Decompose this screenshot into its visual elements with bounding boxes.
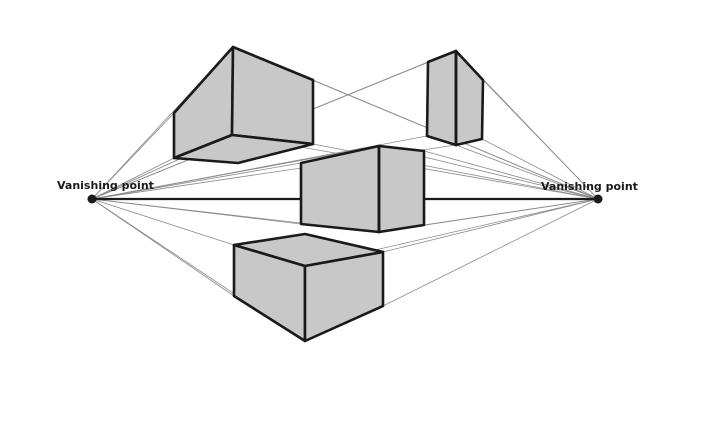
box-face-right [377,144,426,234]
box-face-left [299,144,381,234]
construction-line [382,198,599,307]
box-face-right [303,250,385,343]
box-upper-left [172,45,315,165]
right-vanishing-point-label: Vanishing point [541,180,638,193]
construction-line [91,157,175,200]
box-face-right [454,49,485,147]
construction-line [91,198,235,246]
construction-line [482,79,599,200]
box-face-bottom [172,133,315,165]
box-face-right [230,45,315,146]
construction-line [382,198,599,253]
construction-line [91,112,175,200]
box-upper-right [425,49,485,147]
right-vanishing-point-dot [593,194,603,204]
construction-line [455,144,599,200]
construction-line [91,145,380,200]
box-face-left [425,49,458,147]
left-vanishing-point-label: Vanishing point [57,179,154,192]
construction-line [91,162,302,200]
left-vanishing-point-dot [87,194,97,204]
construction-line [481,138,599,200]
box-middle [299,144,426,234]
box-lower [232,232,385,343]
construction-line [423,150,599,200]
